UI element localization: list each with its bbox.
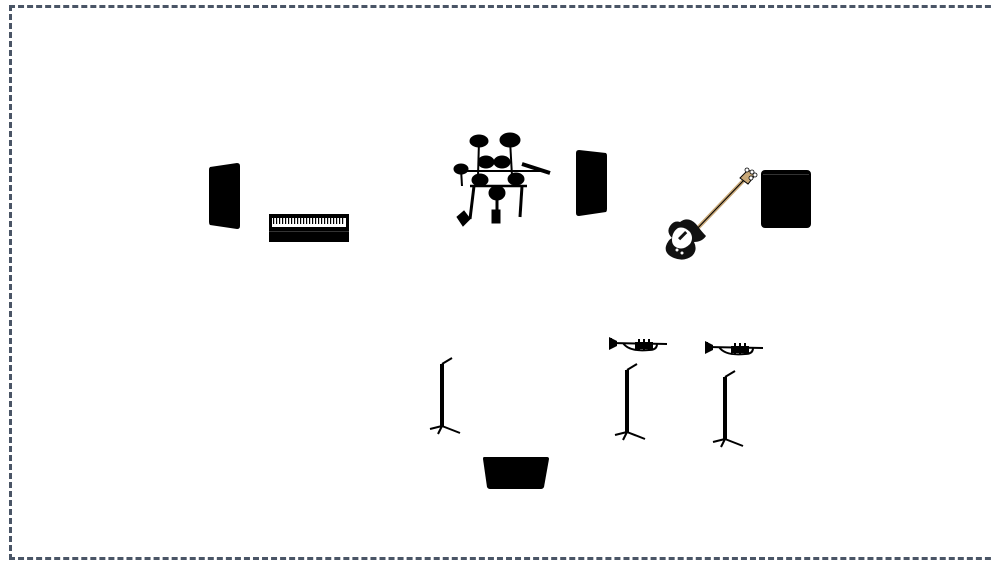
floor-wedge-monitor-icon <box>483 457 549 489</box>
monitor-speaker-left-icon <box>209 163 241 229</box>
drum-kit-icon <box>452 131 552 231</box>
mic-stand-icon <box>428 356 464 436</box>
mic-stand-icon <box>711 369 747 449</box>
bass-guitar-icon <box>662 166 758 262</box>
mic-stand-icon <box>613 362 649 442</box>
keyboard-icon <box>269 214 349 242</box>
trumpet-icon <box>705 340 767 360</box>
monitor-speaker-right-icon <box>576 150 608 216</box>
bass-amp-icon <box>761 170 811 228</box>
trumpet-icon <box>609 336 671 356</box>
